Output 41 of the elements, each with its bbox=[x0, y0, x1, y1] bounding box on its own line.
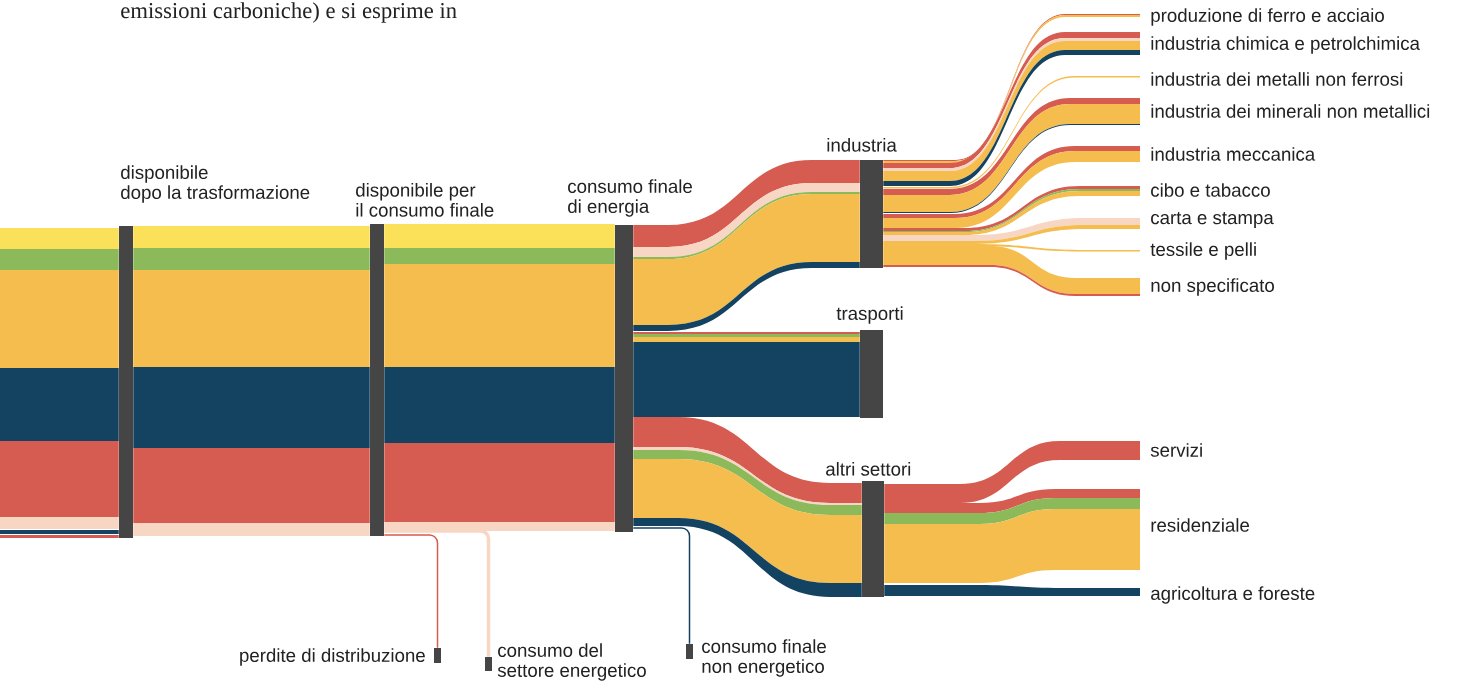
node-label: consumo finale di energia bbox=[568, 179, 692, 217]
flow-band bbox=[884, 585, 1140, 596]
category-label: produzione di ferro e acciaio bbox=[1151, 8, 1384, 26]
node-label: perdite di distribuzione bbox=[240, 648, 425, 666]
flow-band bbox=[633, 160, 860, 331]
category-label: non specificato bbox=[1151, 278, 1274, 296]
node-label: consumo del settore energetico bbox=[497, 643, 646, 681]
category-label: industria dei minerali non metallici bbox=[1151, 104, 1430, 118]
category-label: tessile e pelli bbox=[1150, 242, 1256, 260]
flow-band bbox=[883, 146, 1140, 228]
node-label: consumo finale non energetico bbox=[702, 639, 826, 677]
flow-line bbox=[383, 534, 439, 649]
flow-band bbox=[883, 246, 1140, 296]
flow-band bbox=[884, 489, 1140, 583]
category-label: servizi bbox=[1150, 443, 1202, 457]
node-label: trasporti bbox=[836, 306, 903, 324]
node-label: altri settori bbox=[826, 462, 911, 476]
flow-band bbox=[883, 32, 1140, 186]
node-label: disponibile per il consumo finale bbox=[356, 183, 494, 217]
category-label: industria meccanica bbox=[1151, 147, 1316, 161]
flow-band bbox=[884, 441, 1140, 503]
category-label: residenziale bbox=[1151, 518, 1250, 532]
flow-line bbox=[632, 527, 691, 645]
flow-band bbox=[0, 228, 119, 538]
category-label: agricoltura e foreste bbox=[1151, 586, 1315, 604]
flow-band bbox=[633, 332, 860, 417]
category-label: carta e stampa bbox=[1151, 212, 1274, 228]
body-text: emissioni carboniche) e si esprime in bbox=[121, 2, 457, 23]
flow-band bbox=[133, 226, 370, 536]
node-label: disponibile dopo la trasformazione bbox=[121, 165, 310, 203]
category-label: cibo e tabacco bbox=[1151, 183, 1270, 197]
category-label: industria chimica e petrolchimica bbox=[1151, 36, 1420, 54]
flow-band bbox=[883, 218, 1140, 244]
flow-band bbox=[384, 224, 615, 531]
flow-band bbox=[883, 98, 1140, 213]
flow-line bbox=[384, 529, 491, 657]
flow-band bbox=[633, 417, 862, 597]
flow-band bbox=[883, 186, 1140, 235]
flow-band bbox=[883, 244, 1140, 252]
node-label: industria bbox=[827, 138, 897, 152]
category-label: industria dei metalli non ferrosi bbox=[1151, 72, 1403, 86]
